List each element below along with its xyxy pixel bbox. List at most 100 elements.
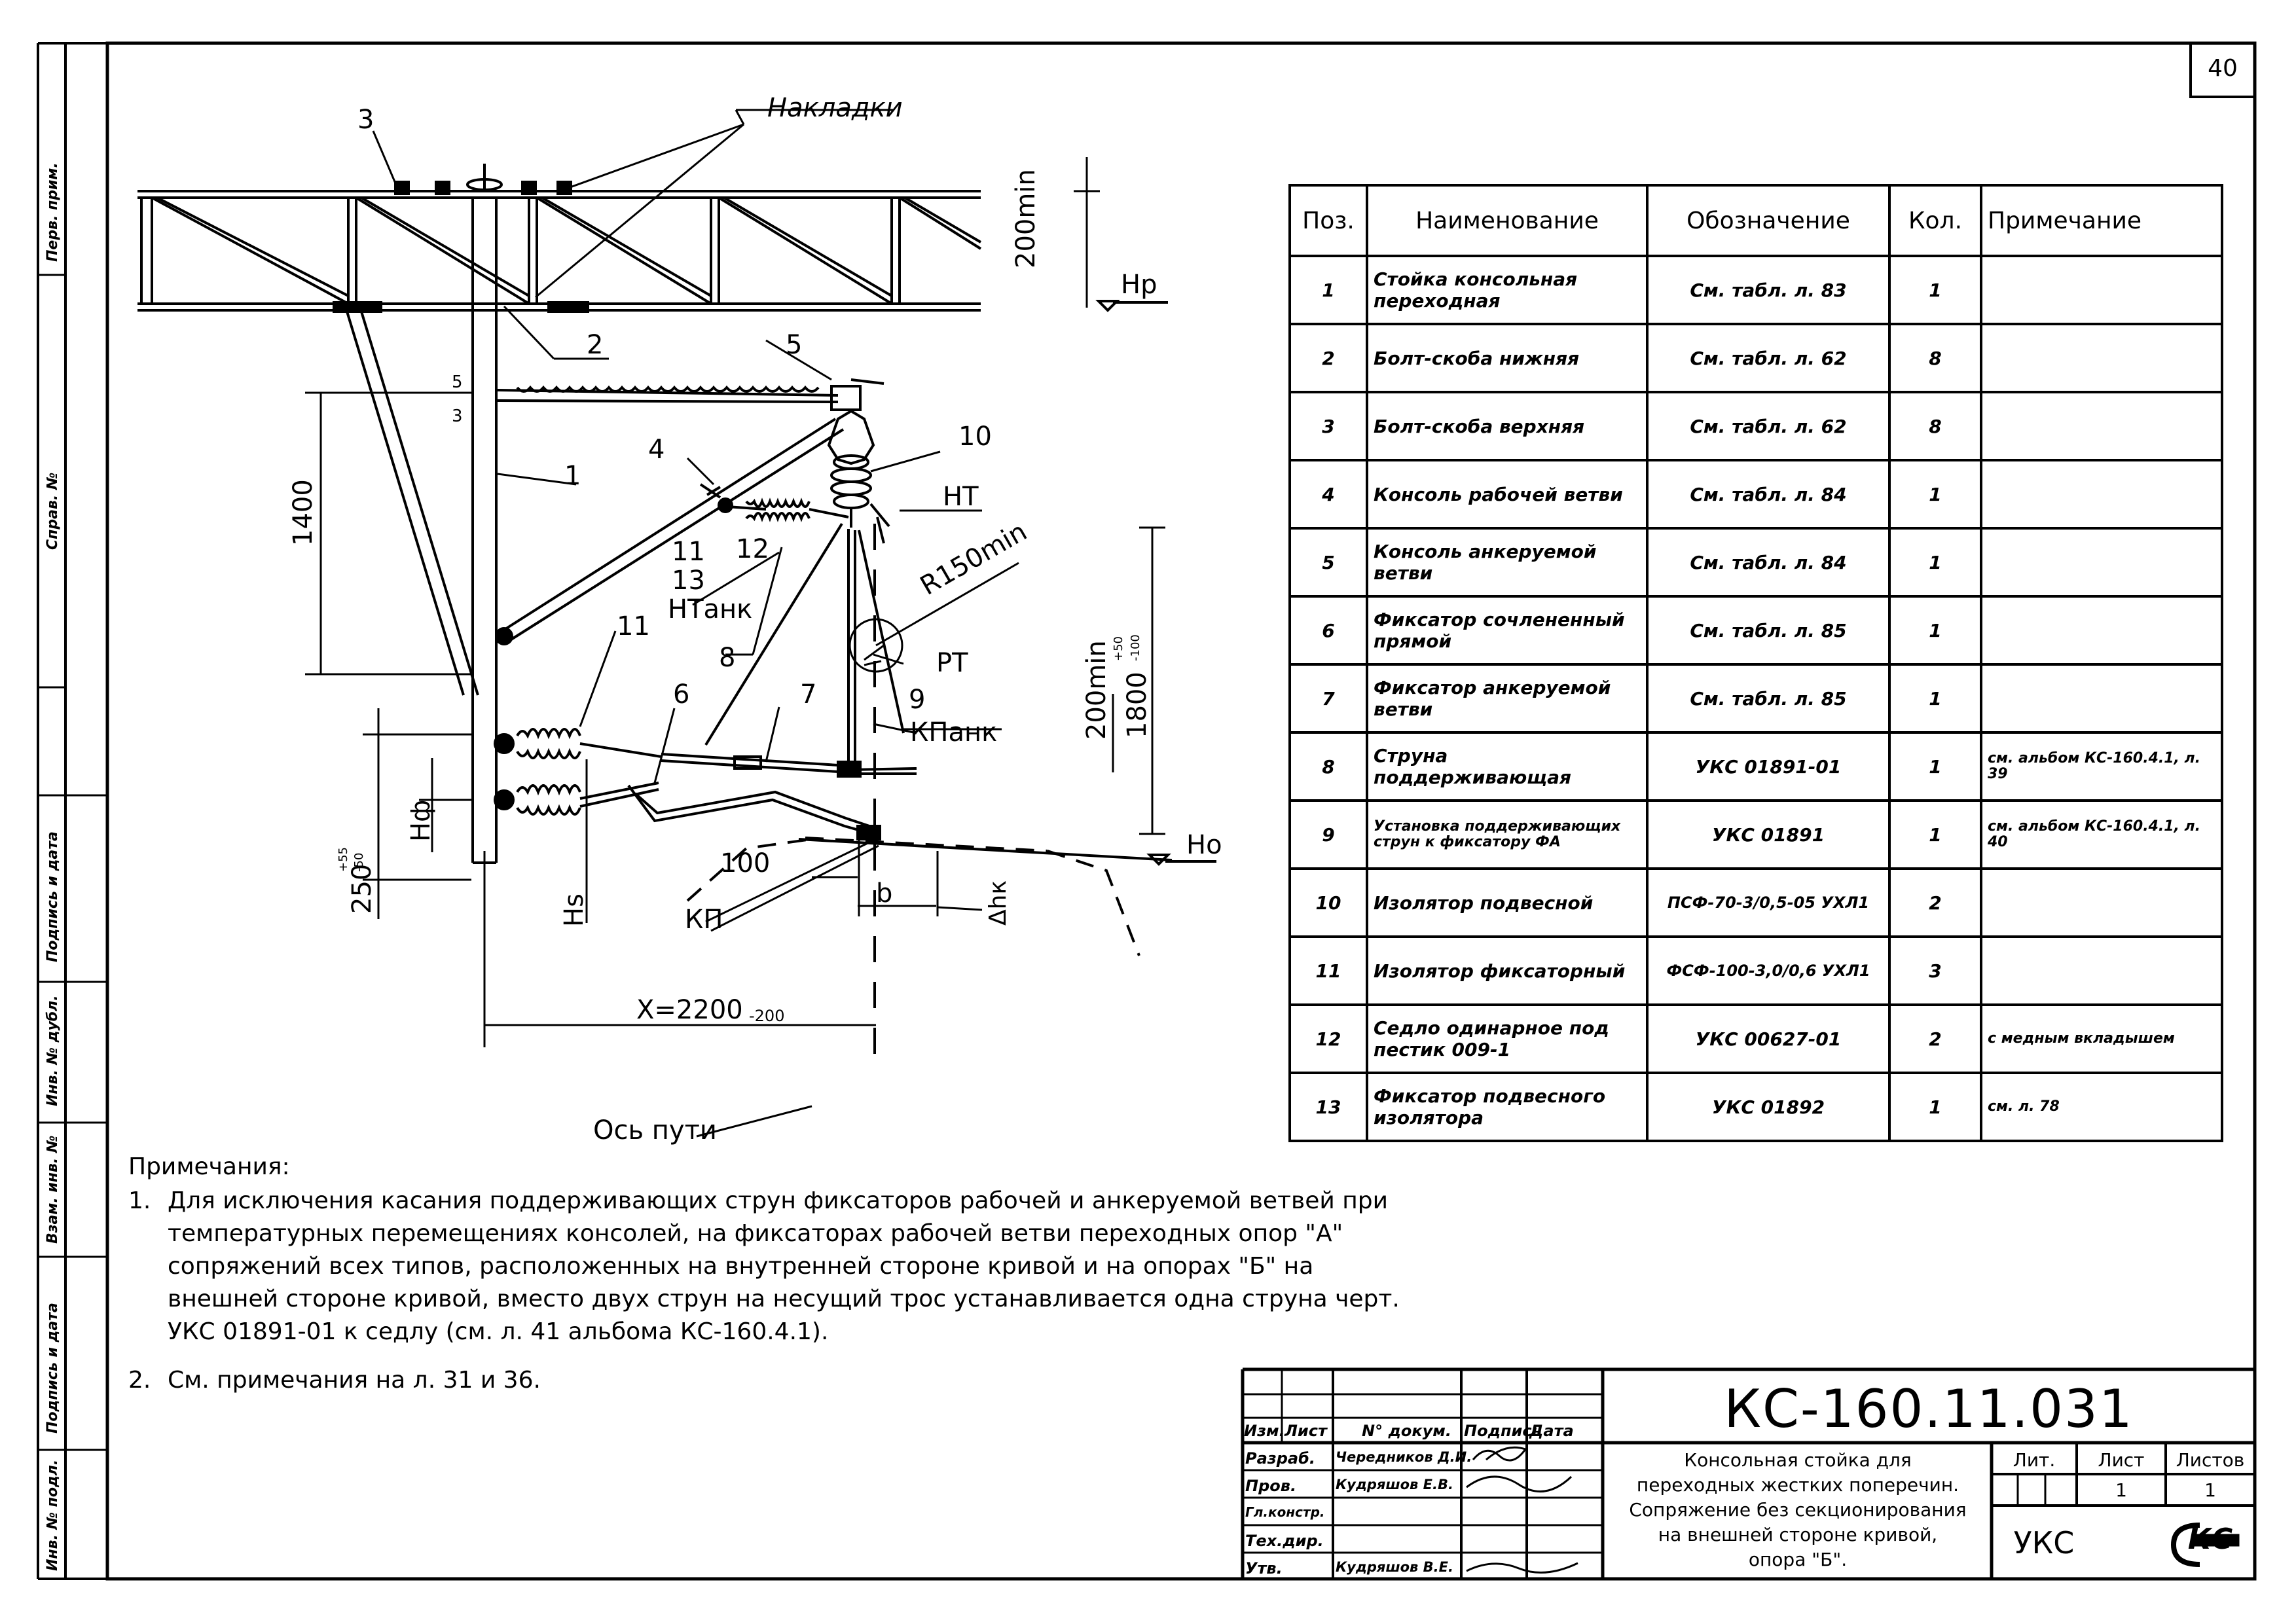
pos-label-6: 6 bbox=[673, 679, 689, 710]
tb-logo-icon: КС bbox=[2187, 1523, 2233, 1556]
cell-note bbox=[1980, 663, 2223, 734]
tb-header-podpis: Подпись bbox=[1464, 1422, 1542, 1440]
cell-designation: См. табл. л. 62 bbox=[1646, 323, 1891, 393]
sidebar-label-sprav-n: Справ. № bbox=[45, 472, 61, 550]
notes-title: Примечания: bbox=[128, 1153, 290, 1180]
cell-name: Болт-скоба нижняя bbox=[1366, 323, 1649, 393]
title-block-grid bbox=[1241, 1367, 2255, 1579]
pos-label-9: 9 bbox=[909, 685, 925, 715]
dimension-labels: 200min 1400 200min 1800 +50 -100 250 +55… bbox=[288, 169, 1152, 1025]
cell-qty: 2 bbox=[1888, 1003, 1982, 1074]
table-row: 5 Консоль анкеруемой ветви См. табл. л. … bbox=[1288, 527, 2223, 598]
dim-100: 100 bbox=[720, 848, 770, 878]
cell-pos: 9 bbox=[1288, 799, 1368, 870]
cell-designation: УКС 00627-01 bbox=[1646, 1003, 1891, 1074]
pos-label-11: 11 bbox=[617, 611, 650, 641]
cell-qty: 1 bbox=[1888, 799, 1982, 870]
top-hardware bbox=[394, 164, 572, 195]
cell-designation: УКС 01891-01 bbox=[1646, 731, 1891, 802]
tb-role-prov: Пров. bbox=[1245, 1477, 1297, 1495]
fixator-assembly bbox=[494, 728, 917, 778]
note-text: См. примечания на л. 31 и 36. bbox=[168, 1367, 541, 1394]
label-hp: Нр bbox=[1121, 270, 1157, 300]
cell-qty: 1 bbox=[1888, 663, 1982, 734]
table-row: 2 Болт-скоба нижняя См. табл. л. 62 8 bbox=[1288, 323, 2223, 393]
cell-note bbox=[1980, 595, 2223, 666]
cell-qty: 8 bbox=[1888, 391, 1982, 461]
note-item: 1. Для исключения касания поддерживающих… bbox=[128, 1185, 1425, 1348]
cell-name: Стойка консольная переходная bbox=[1366, 255, 1649, 325]
table-row: 11 Изолятор фиксаторный ФСФ-100-3,0/0,6 … bbox=[1288, 935, 2223, 1006]
table-header-row: Поз. Наименование Обозначение Кол. Приме… bbox=[1288, 184, 2223, 257]
cell-name: Консоль анкеруемой ветви bbox=[1366, 527, 1649, 598]
th-name: Наименование bbox=[1366, 184, 1649, 257]
tb-list-label: Лист bbox=[2098, 1449, 2145, 1471]
level-markers bbox=[1095, 300, 1216, 866]
saddle-insulator bbox=[718, 497, 849, 522]
cell-note: см. л. 78 bbox=[1980, 1072, 2223, 1142]
cell-name: Фиксатор сочлененный прямой bbox=[1366, 595, 1649, 666]
cell-note bbox=[1980, 935, 2223, 1006]
tb-listov-value: 1 bbox=[2204, 1479, 2216, 1501]
cell-name: Консоль рабочей ветви bbox=[1366, 459, 1649, 530]
cell-qty: 1 bbox=[1888, 731, 1982, 802]
sidebar-label-podpis-2: Подпись и дата bbox=[45, 1303, 61, 1434]
cell-qty: 1 bbox=[1888, 459, 1982, 530]
table-row: 8 Струна поддерживающая УКС 01891-01 1 с… bbox=[1288, 731, 2223, 802]
sidebar-label-podpis-1: Подпись и дата bbox=[45, 831, 61, 962]
cell-pos: 5 bbox=[1288, 527, 1368, 598]
tb-description: Консольная стойка для переходных жестких… bbox=[1605, 1448, 1990, 1572]
cell-note bbox=[1980, 391, 2223, 461]
pos-label-12: 12 bbox=[736, 534, 769, 564]
label-kp: КП bbox=[685, 905, 723, 935]
table-row: 7 Фиксатор анкеруемой ветви См. табл. л.… bbox=[1288, 663, 2223, 734]
suspension-insulator bbox=[827, 409, 890, 544]
cell-qty: 8 bbox=[1888, 323, 1982, 393]
mark-5: 5 bbox=[452, 372, 463, 392]
mark-3: 3 bbox=[452, 406, 463, 426]
label-hf: Нф bbox=[406, 800, 436, 842]
dim-1400: 1400 bbox=[288, 479, 318, 546]
dim-1800: 1800 bbox=[1122, 672, 1152, 738]
sidebar-label-inv-dubl: Инв. № дубл. bbox=[45, 995, 61, 1106]
dim-250-tol-top: +55 bbox=[337, 847, 350, 872]
cell-note bbox=[1980, 255, 2223, 325]
cell-note bbox=[1980, 527, 2223, 598]
dim-1800-tol-bot: -100 bbox=[1129, 634, 1142, 661]
dim-x-tol: -200 bbox=[749, 1007, 784, 1025]
pos-label-10: 10 bbox=[958, 422, 992, 452]
label-ht: НТ bbox=[943, 482, 979, 512]
dim-200min-mid: 200min bbox=[1082, 640, 1112, 740]
table-row: 6 Фиксатор сочлененный прямой См. табл. … bbox=[1288, 595, 2223, 666]
tb-name-utv: Кудряшов В.Е. bbox=[1336, 1559, 1453, 1575]
cell-qty: 2 bbox=[1888, 867, 1982, 938]
cell-pos: 6 bbox=[1288, 595, 1368, 666]
working-branch-console bbox=[495, 418, 845, 645]
tb-list-value: 1 bbox=[2115, 1479, 2127, 1501]
tb-header-izm: Изм. bbox=[1244, 1422, 1285, 1440]
th-designation: Обозначение bbox=[1646, 184, 1891, 257]
cell-name: Установка поддерживающих струн к фиксато… bbox=[1366, 799, 1649, 870]
tb-desc-line-3: Сопряжение без секционирования bbox=[1629, 1499, 1967, 1521]
cell-note: см. альбом КС-160.4.1, л. 39 bbox=[1980, 731, 2223, 802]
sidebar-label-perv-prim: Перв. прим. bbox=[45, 162, 61, 262]
cell-pos: 7 bbox=[1288, 663, 1368, 734]
pos-label-13: 13 bbox=[672, 566, 705, 596]
table-row: 12 Седло одинарное под пестик 009-1 УКС … bbox=[1288, 1003, 2223, 1074]
cell-designation: УКС 01892 bbox=[1646, 1072, 1891, 1142]
pos-label-1: 1 bbox=[564, 461, 581, 491]
mark-11: 11 bbox=[672, 537, 705, 567]
th-pos: Поз. bbox=[1288, 184, 1368, 257]
tb-desc-line-1: Консольная стойка для bbox=[1684, 1449, 1912, 1471]
cell-designation: ФСФ-100-3,0/0,6 УХЛ1 bbox=[1646, 935, 1891, 1006]
doc-code: КС-160.11.031 bbox=[1724, 1379, 2134, 1439]
cell-designation: См. табл. л. 62 bbox=[1646, 391, 1891, 461]
cell-designation: См. табл. л. 84 bbox=[1646, 527, 1891, 598]
parts-table: Поз. Наименование Обозначение Кол. Приме… bbox=[1288, 184, 2223, 1142]
dim-250: 250 bbox=[347, 864, 377, 914]
table-row: 3 Болт-скоба верхняя См. табл. л. 62 8 bbox=[1288, 391, 2223, 461]
tb-role-razrab: Разраб. bbox=[1245, 1449, 1315, 1468]
cell-pos: 11 bbox=[1288, 935, 1368, 1006]
cell-pos: 1 bbox=[1288, 255, 1368, 325]
lower-fixator-assembly bbox=[494, 782, 881, 840]
